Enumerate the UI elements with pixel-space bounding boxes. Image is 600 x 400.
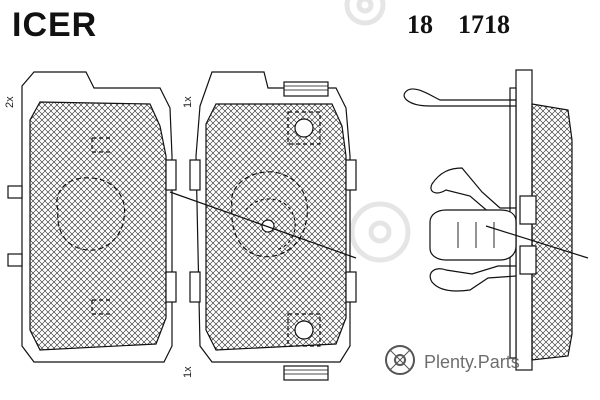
watermark-logo-icon [385,345,415,375]
middle-pad-tab-right-top [345,159,357,191]
middle-pad-tab-right-bottom [345,271,357,303]
middle-pad-wear-clip-top [283,81,329,97]
side-view-insert-bottom [519,245,537,275]
watermark-gear-middle [349,201,411,263]
side-view-clip-lower [429,265,517,292]
left-pad-tab-right-bottom [165,271,177,303]
left-pad-slot-top [91,137,110,153]
left-pad-tab-left-bottom [7,253,23,267]
brand-logo: ICER [12,6,98,44]
middle-pad-wear-clip-bottom [283,365,329,381]
left-pad-friction [29,101,167,351]
left-pad-tab-left-top [7,185,23,199]
middle-pad-wear-clip-top-lines [284,85,328,91]
left-pad-lug-outline [56,177,126,251]
side-view-friction [531,103,573,361]
side-view [403,69,573,371]
section-line [169,191,357,259]
middle-pad-tab-left-bottom [189,271,201,303]
middle-pad-view [189,71,357,381]
side-view-clip-upper [430,167,516,221]
middle-pad-hole-bottom-frame [287,313,321,347]
middle-pad-hole-bottom [294,320,314,340]
middle-pad-hole-top [294,118,314,138]
side-view-spring-wire [403,88,516,107]
side-section-line [485,225,589,259]
side-view-insert-top [519,195,537,225]
left-pad-tab-right-top [165,159,177,191]
middle-pad-friction [205,103,347,351]
left-pad-view [7,71,177,363]
side-view-clip-ribs [457,222,495,248]
left-pad-slot-bottom [91,299,110,315]
middle-pad-hole-top-frame [287,111,321,145]
watermark-gear-top [344,0,386,26]
part-number: 1718 [458,10,510,39]
middle-pad-lug-outline [231,171,308,258]
watermark-brand-text: Plenty.Parts [424,352,520,372]
middle-pad-tab-left-top [189,159,201,191]
middle-pad-inner-arc [245,198,296,251]
side-view-clip-body [429,209,517,261]
middle-pad-center-hole [261,219,275,233]
part-series: 18 [407,10,433,39]
middle-pad-wear-clip-bottom-lines [284,369,328,375]
